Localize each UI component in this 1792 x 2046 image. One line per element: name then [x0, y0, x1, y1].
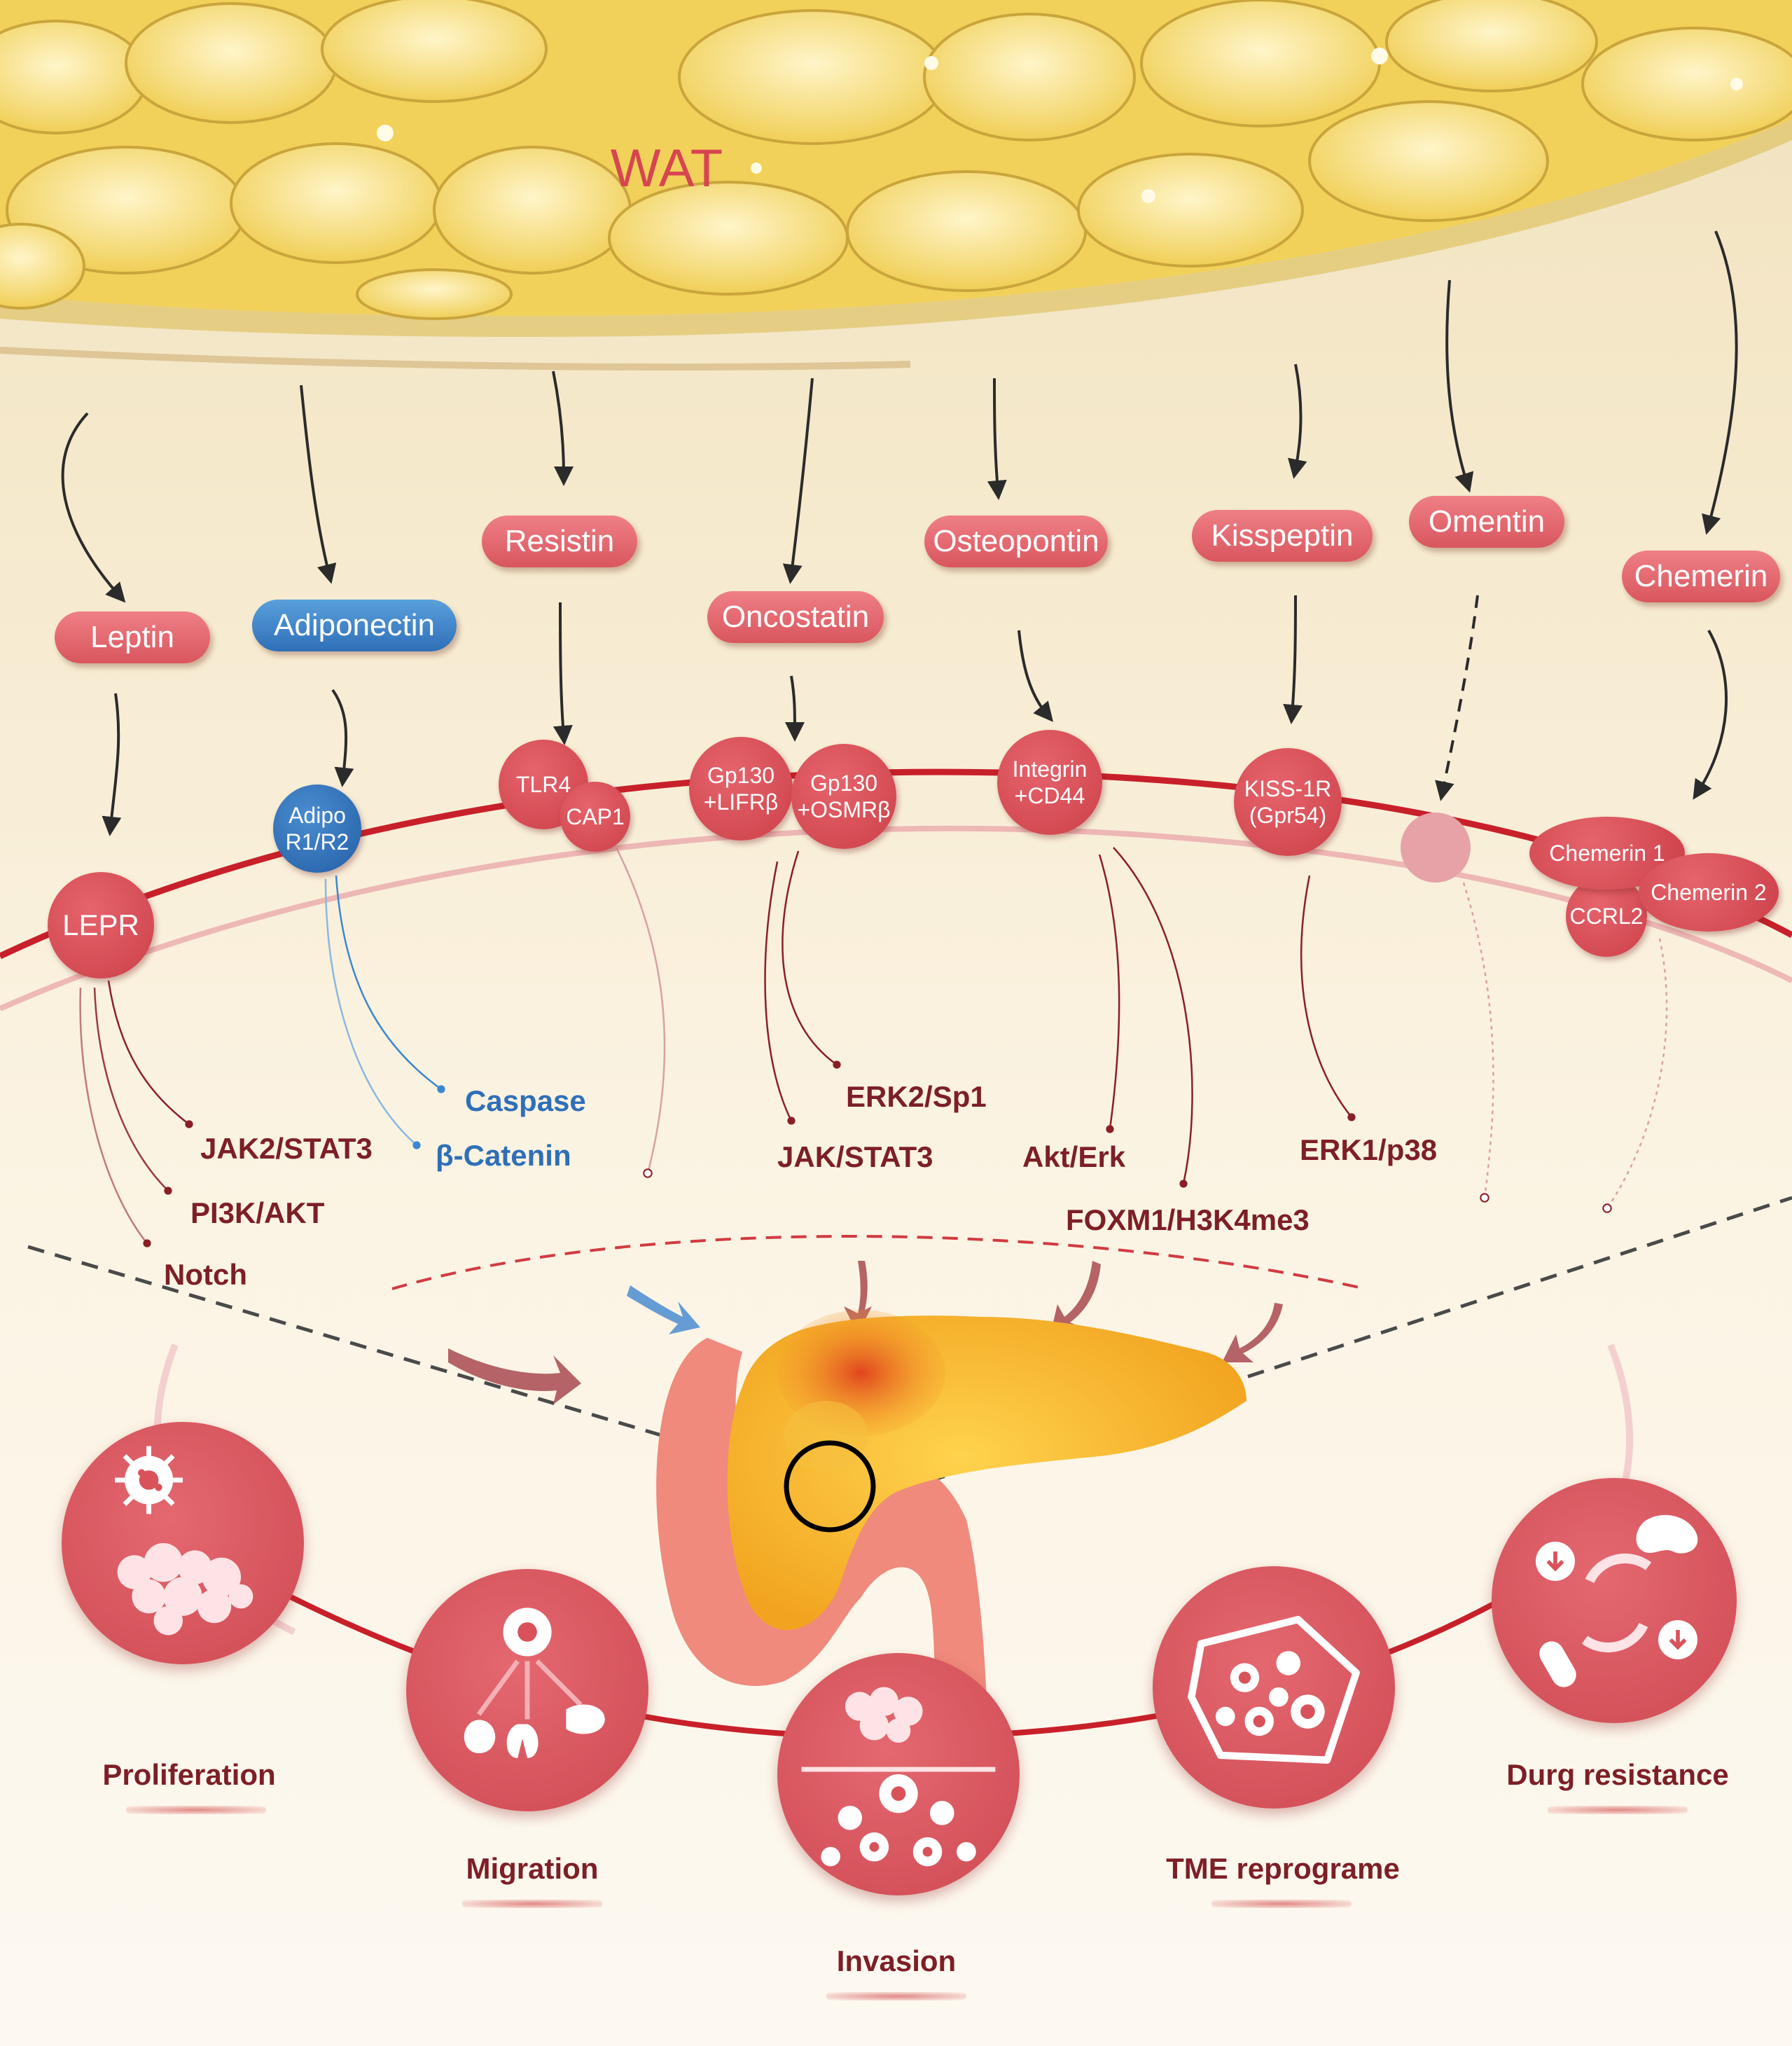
migration-underline [462, 1900, 602, 1908]
migration-label: Migration [466, 1852, 599, 1885]
resistin-pill: Resistin [482, 516, 637, 567]
integrin-cd44-line2: +CD44 [1014, 783, 1085, 808]
proliferation-icon [115, 1446, 253, 1636]
drug-resistance-label: Durg resistance [1506, 1758, 1729, 1791]
adipocytes [0, 0, 1792, 320]
drug-resistance-circle [1492, 1478, 1737, 1723]
ccrl2-label: CCRL2 [1569, 903, 1644, 929]
lepr-receptor: LEPR [48, 872, 154, 979]
adiponectin-pill: Adiponectin [252, 600, 457, 651]
omentin-pill: Omentin [1409, 496, 1564, 548]
tme-icon [1188, 1615, 1360, 1764]
tme-circle [1153, 1566, 1395, 1809]
pathway-caspase: Caspase [465, 1084, 586, 1117]
cap1-receptor: CAP1 [560, 782, 630, 852]
osteopontin-label: Osteopontin [933, 524, 1099, 558]
omentin-receptor [1401, 813, 1471, 883]
osteopontin-pill: Osteopontin [924, 516, 1108, 567]
oncostatin-pill: Oncostatin [707, 591, 884, 643]
gp130-osmr-line2: +OSMRβ [797, 797, 891, 822]
chemerin2-label: Chemerin 2 [1651, 879, 1767, 905]
kisspeptin-pill: Kisspeptin [1192, 510, 1373, 562]
chemerin1-label: Chemerin 1 [1549, 840, 1665, 866]
pathway-jak2-stat3: JAK2/STAT3 [200, 1132, 373, 1165]
tme-label: TME reprograme [1166, 1852, 1400, 1885]
ccrl2-receptor: CCRL2 [1566, 876, 1647, 957]
pathway-foxm1-h3k4me3: FOXM1/H3K4me3 [1066, 1203, 1310, 1236]
kiss1r-line2: (Gpr54) [1249, 803, 1327, 828]
invasion-icon [801, 1687, 996, 1867]
kiss1r-line1: KISS-1R [1244, 775, 1332, 801]
gp130-lifr-receptor: Gp130 +LIFRβ [689, 737, 793, 841]
adiponectin-label: Adiponectin [274, 608, 435, 642]
pathway-erk2-sp1: ERK2/Sp1 [846, 1080, 987, 1113]
pathway-erk1-p38: ERK1/p38 [1300, 1133, 1438, 1166]
drug-resistance-icon [1536, 1514, 1698, 1687]
chemerin-label: Chemerin [1634, 559, 1768, 593]
leptin-pill: Leptin [55, 611, 210, 663]
pathway-akt-erk: Akt/Erk [1022, 1140, 1126, 1173]
integrin-cd44-line1: Integrin [1012, 756, 1088, 782]
invasion-underline [826, 1992, 966, 2000]
integrin-cd44-receptor: Integrin +CD44 [997, 730, 1102, 835]
proliferation-underline [126, 1806, 266, 1814]
drug-resistance-underline [1548, 1806, 1688, 1814]
oncostatin-label: Oncostatin [721, 600, 870, 634]
pathway-pi3k-akt: PI3K/AKT [190, 1196, 325, 1229]
gp130-lifr-line1: Gp130 [707, 762, 775, 788]
kiss1r-receptor: KISS-1R (Gpr54) [1234, 748, 1342, 856]
pathway-notch: Notch [164, 1258, 247, 1291]
proliferation-label: Proliferation [102, 1758, 276, 1791]
pancreas-illustration [656, 1310, 1246, 1737]
cap1-label: CAP1 [566, 803, 625, 829]
leptin-label: Leptin [90, 620, 174, 654]
adipor-label-line2: R1/R2 [285, 829, 349, 855]
tme-underline [1211, 1900, 1352, 1908]
resistin-label: Resistin [504, 524, 615, 558]
pathway-beta-catenin: β-Catenin [436, 1139, 571, 1172]
gp130-osmr-receptor: Gp130 +OSMRβ [791, 744, 896, 849]
chemerin-pill: Chemerin [1622, 551, 1780, 602]
chemerin2-receptor: Chemerin 2 [1639, 853, 1779, 932]
tlr4-label: TLR4 [515, 771, 571, 797]
adipor-label-line1: Adipo [289, 802, 346, 828]
wat-label: WAT [610, 138, 723, 198]
proliferation-circle [62, 1422, 304, 1664]
gp130-lifr-line2: +LIFRβ [703, 789, 779, 815]
migration-circle [406, 1569, 648, 1811]
lepr-label: LEPR [62, 908, 139, 941]
omentin-label: Omentin [1428, 504, 1546, 539]
gp130-osmr-line1: Gp130 [810, 770, 878, 796]
migration-icon [464, 1608, 605, 1758]
invasion-circle [777, 1653, 1020, 1895]
adipor-receptor: Adipo R1/R2 [273, 784, 361, 873]
invasion-label: Invasion [836, 1944, 957, 1977]
kisspeptin-label: Kisspeptin [1211, 518, 1354, 553]
pathway-jak-stat3: JAK/STAT3 [777, 1140, 933, 1173]
